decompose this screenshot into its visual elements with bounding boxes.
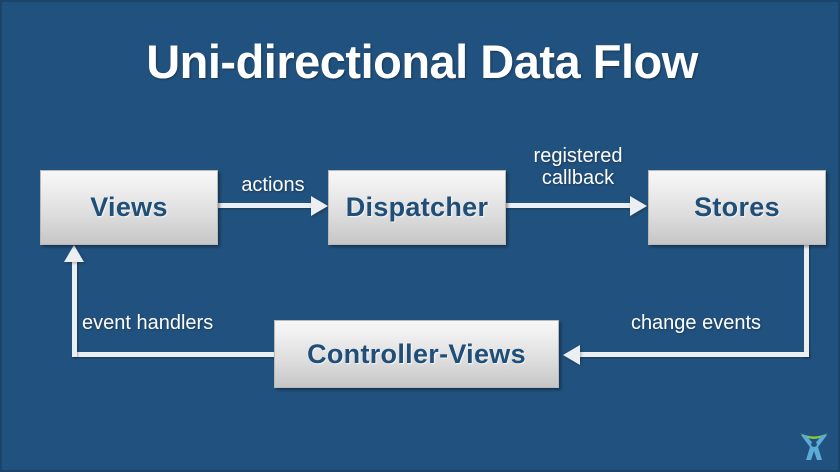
connector-dispatcher-to-stores-line xyxy=(506,203,631,208)
connector-views-to-dispatcher-arrowhead xyxy=(311,196,328,216)
connector-controller-to-views-vertical xyxy=(72,260,77,357)
node-stores[interactable]: Stores xyxy=(648,170,826,245)
node-views[interactable]: Views xyxy=(40,170,218,245)
node-stores-label: Stores xyxy=(694,192,780,222)
connector-dispatcher-to-stores-arrowhead xyxy=(630,196,647,216)
connector-stores-to-controller-vertical xyxy=(804,245,809,357)
node-controller-views-label: Controller-Views xyxy=(307,338,526,369)
node-controller-views[interactable]: Controller-Views xyxy=(274,320,559,388)
edge-label-event-handlers: event handlers xyxy=(82,312,214,334)
node-dispatcher[interactable]: Dispatcher xyxy=(328,170,506,245)
node-views-label: Views xyxy=(90,192,168,222)
connector-controller-to-views-arrowhead xyxy=(64,245,84,262)
node-dispatcher-label: Dispatcher xyxy=(345,192,489,222)
connector-controller-to-views-horizontal xyxy=(72,352,274,357)
edge-label-registered-callback: registered callback xyxy=(533,145,623,190)
edge-label-change-events: change events xyxy=(630,312,762,334)
connector-stores-to-controller-horizontal xyxy=(580,352,809,357)
connector-stores-to-controller-arrowhead xyxy=(563,345,580,365)
page-title: Uni-directional Data Flow xyxy=(146,35,698,88)
edge-label-actions: actions xyxy=(241,174,305,196)
company-logo-icon xyxy=(800,433,828,460)
connector-views-to-dispatcher-line xyxy=(218,203,313,208)
